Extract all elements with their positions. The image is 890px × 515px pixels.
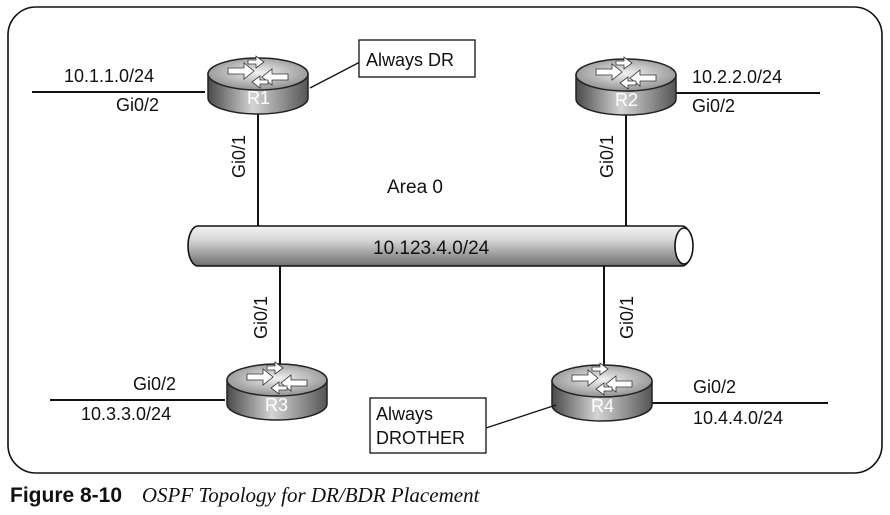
r3-lan-interface: Gi0/2 [133,374,176,394]
r3-shared-interface: Gi0/1 [251,296,271,339]
figure-label: Figure 8-10 [10,484,123,507]
shared-segment-pipe [187,225,694,267]
r4-lan-network: 10.4.4.0/24 [693,408,783,428]
r4-lan-interface: Gi0/2 [693,377,736,397]
r1-callout-leader [309,61,361,89]
router-name-r4: R4 [591,396,614,416]
r2-lan-interface: Gi0/2 [692,96,735,116]
r4-callout-line-2: DROTHER [376,428,465,448]
segment-network-label: 10.123.4.0/24 [373,238,490,259]
r1-lan-interface: Gi0/2 [116,95,159,115]
r2-shared-interface: Gi0/1 [597,135,617,178]
r3-lan-network: 10.3.3.0/24 [81,404,171,424]
router-name-r3: R3 [265,395,288,415]
figure-caption: Figure 8-10 OSPF Topology for DR/BDR Pla… [10,483,479,508]
r4-callout-box [369,397,487,454]
r4-callout-line-1: Always [376,404,433,424]
r1-callout-text: Always DR [366,50,454,70]
area-label: Area 0 [387,177,443,198]
figure-title: OSPF Topology for DR/BDR Placement [141,483,480,507]
r4-shared-interface: Gi0/1 [617,296,637,339]
r1-callout-box [358,39,476,78]
r4-callout-leader [485,404,557,429]
router-name-r1: R1 [247,88,270,108]
r2-lan-network: 10.2.2.0/24 [692,67,782,87]
router-name-r2: R2 [615,90,638,110]
r1-lan-network: 10.1.1.0/24 [64,66,154,86]
r1-shared-interface: Gi0/1 [229,135,249,178]
